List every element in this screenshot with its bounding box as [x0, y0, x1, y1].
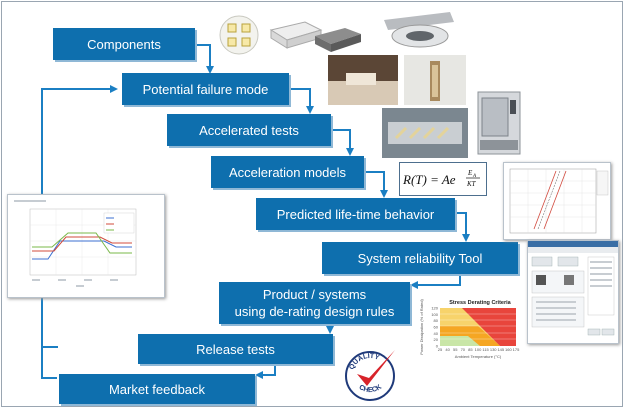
- derating-x-tick: 85: [468, 347, 473, 352]
- derating-y-tick: 0: [436, 344, 439, 349]
- step-product-label-1: Product / systems: [262, 287, 367, 302]
- step-predicted-lifetime: Predicted life-time behavior: [256, 198, 455, 230]
- step-components-label: Components: [87, 36, 161, 52]
- derating-x-tick: 160: [505, 347, 512, 352]
- step-failure-label: Potential failure mode: [142, 81, 269, 97]
- left-line-chart-screenshot: [7, 194, 165, 298]
- derating-zone-high: [440, 308, 516, 346]
- derating-x-tick: 70: [461, 347, 466, 352]
- arrow-models-lifetime: [365, 171, 388, 198]
- driver-photo: [269, 21, 361, 52]
- step-market-feedback: Market feedback: [59, 374, 255, 404]
- derating-y-tick: 40: [434, 331, 439, 336]
- weibull-plot-screenshot: [503, 162, 611, 240]
- derating-y-tick: 60: [434, 325, 439, 330]
- derating-title: Stress Derating Criteria: [449, 300, 511, 306]
- arrhenius-formula: R(T) = Ae E A KT: [399, 162, 487, 196]
- step-system-reliability-tool: System reliability Tool: [322, 242, 518, 274]
- derating-x-tick: 100: [475, 347, 482, 352]
- test-photo-2: [404, 55, 466, 105]
- step-release-label: Release tests: [196, 341, 275, 357]
- climate-chamber-photo: [477, 91, 521, 155]
- derating-y-tick: 80: [434, 318, 439, 323]
- derating-x-tick: 55: [453, 347, 458, 352]
- formula-exp-num: E: [467, 169, 473, 177]
- arrow-lifetime-tool: [456, 212, 470, 242]
- arrow-tool-product: [410, 275, 461, 289]
- step-lifetime-label: Predicted life-time behavior: [276, 206, 435, 222]
- test-photo-3: [382, 108, 468, 158]
- derating-y-tick: 100: [431, 312, 438, 317]
- step-acceleration-models: Acceleration models: [211, 156, 364, 188]
- step-market-label: Market feedback: [108, 381, 206, 397]
- formula-lhs: R(T) = Ae: [402, 172, 456, 187]
- step-product-systems: Product / systems using de-rating design …: [219, 282, 410, 324]
- arrow-failure-accelerated: [290, 88, 314, 114]
- derating-x-tick: 115: [482, 347, 489, 352]
- derating-zone-low: [440, 336, 480, 346]
- step-release-tests: Release tests: [138, 334, 333, 364]
- formula-exp-den: KT: [466, 180, 477, 188]
- step-components: Components: [53, 28, 195, 60]
- arrow-accelerated-models: [332, 129, 354, 156]
- test-photo-1: [328, 55, 398, 105]
- downlight-photo: [378, 6, 458, 52]
- derating-x-tick: 130: [490, 347, 497, 352]
- derating-xlabel: Ambient Temperature (°C): [455, 354, 502, 359]
- led-module-photo: [219, 15, 259, 55]
- quality-check-badge: QUALITY CHECK: [345, 350, 395, 401]
- derating-y-tick: 20: [434, 337, 439, 342]
- derating-x-tick: 175: [513, 347, 520, 352]
- quality-line2: CHECK: [358, 384, 383, 394]
- arrow-release-market: [255, 365, 276, 379]
- derating-ylabel: Power Dissipation (% of Rated): [419, 299, 424, 355]
- step-product-label-2: using de-rating design rules: [234, 304, 395, 319]
- derating-x-tick: 25: [438, 347, 443, 352]
- step-potential-failure-mode: Potential failure mode: [122, 73, 289, 105]
- formula-exp-sub: A: [472, 174, 477, 179]
- step-accelerated-tests: Accelerated tests: [167, 114, 331, 146]
- step-accelerated-label: Accelerated tests: [199, 122, 299, 138]
- reliability-tool-screenshot: [527, 240, 619, 344]
- step-tool-label: System reliability Tool: [357, 250, 483, 266]
- arrow-components-failure: [196, 44, 214, 74]
- derating-x-tick: 145: [497, 347, 504, 352]
- derating-y-tick: 120: [431, 306, 438, 311]
- derating-x-tick: 40: [445, 347, 450, 352]
- step-models-label: Acceleration models: [228, 164, 347, 180]
